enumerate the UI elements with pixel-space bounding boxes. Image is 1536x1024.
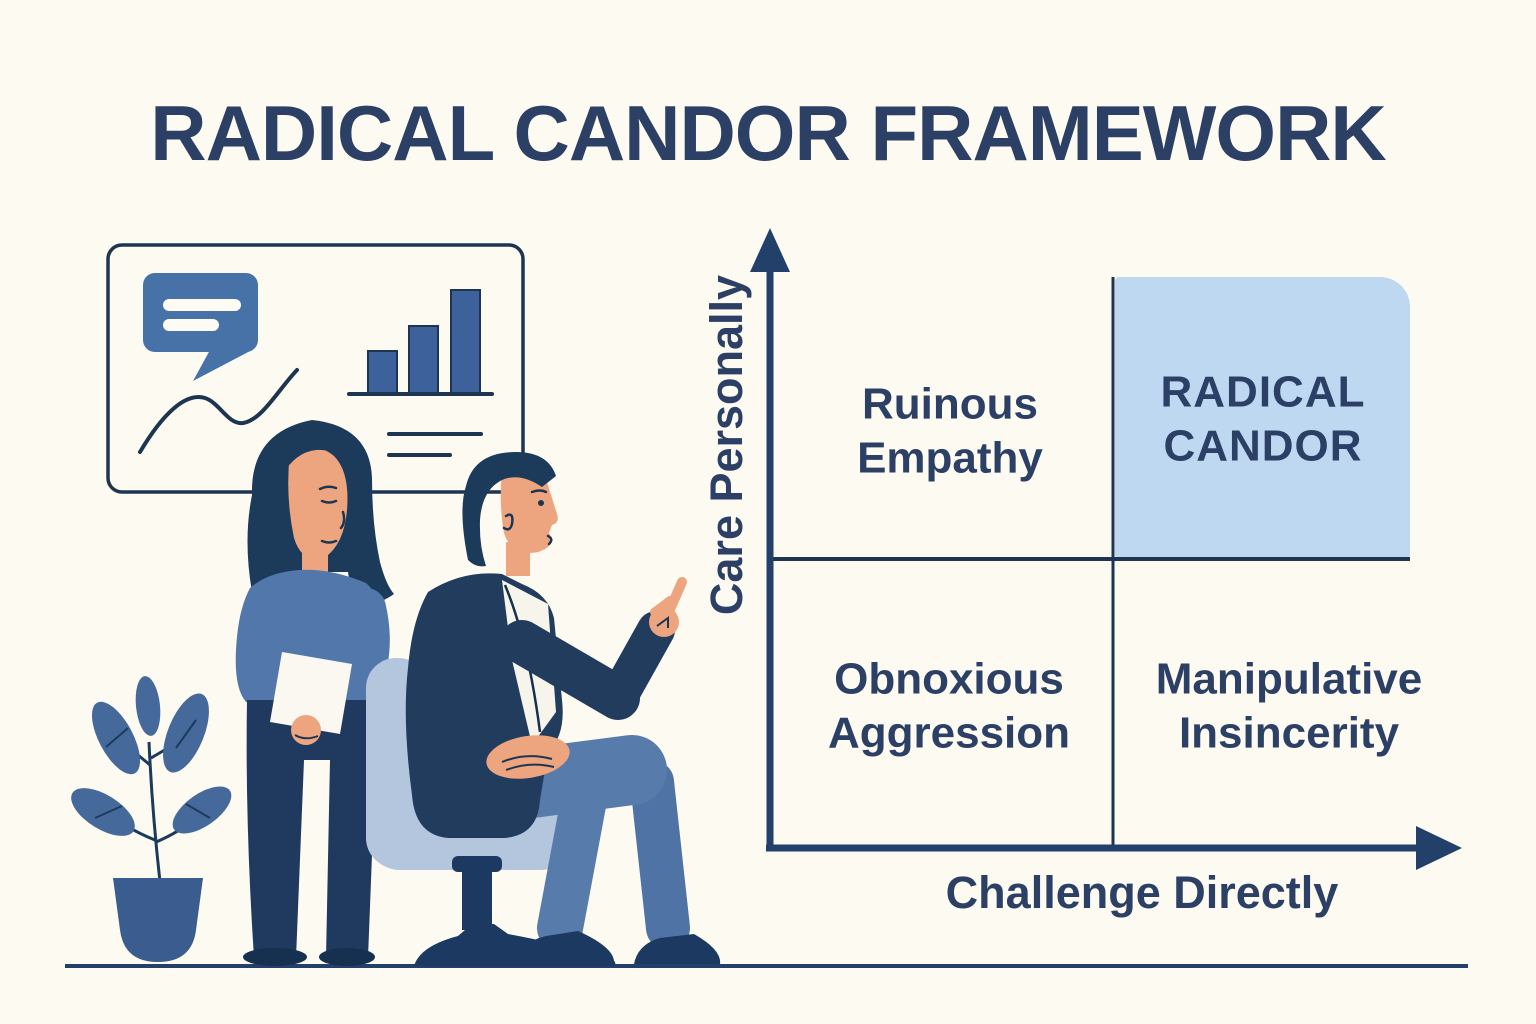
quadrant-label-obnoxious-aggression: Obnoxious Aggression	[827, 654, 1071, 757]
text-lines-icon	[387, 432, 483, 457]
highlighted-quadrant-box	[1115, 277, 1410, 557]
man-shoe-front	[516, 931, 615, 964]
speech-bubble-icon	[143, 273, 258, 381]
man-resting-hand	[486, 735, 570, 779]
trend-line-icon	[138, 368, 299, 454]
bar-chart-icon	[347, 289, 494, 396]
paper-sheet	[270, 652, 352, 734]
man-hair	[462, 452, 556, 567]
man-shirt	[502, 580, 556, 745]
quadrant-label-manipulative-insincerity: Manipulative Insincerity	[1155, 654, 1423, 757]
woman-sweater	[235, 569, 384, 702]
chair-pedestal	[462, 868, 492, 930]
board-frame	[106, 243, 525, 494]
presentation-board	[106, 243, 525, 494]
chair-seat	[366, 798, 574, 870]
y-axis-arrow-icon	[750, 228, 790, 272]
page-title: RADICAL CANDOR FRAMEWORK	[150, 89, 1386, 177]
woman-face	[288, 446, 348, 560]
seated-man-pointing	[405, 452, 721, 964]
man-thigh	[427, 735, 667, 827]
quadrant-label-radical-candor: RADICAL CANDOR	[1160, 367, 1366, 470]
man-shoe-back	[634, 934, 721, 964]
man-face	[500, 467, 558, 553]
x-axis-arrow-icon	[1416, 826, 1462, 870]
standing-woman	[235, 420, 394, 966]
woman-pants	[246, 700, 380, 958]
office-chair	[366, 658, 616, 966]
man-pointing-arm	[500, 620, 640, 720]
potted-plant	[71, 676, 232, 962]
plant-pot	[113, 878, 203, 962]
chair-base	[414, 924, 616, 966]
x-axis-label: Challenge Directly	[945, 867, 1339, 918]
woman-arm	[298, 588, 390, 748]
quadrant-label-ruinous-empathy: Ruinous Empathy	[857, 379, 1043, 482]
man-pointing-hand	[649, 607, 679, 637]
y-axis-label: Care Personally	[701, 274, 752, 616]
woman-hand	[291, 715, 321, 745]
chair-back	[366, 658, 428, 868]
man-jacket	[405, 573, 563, 838]
woman-hair	[247, 420, 394, 604]
